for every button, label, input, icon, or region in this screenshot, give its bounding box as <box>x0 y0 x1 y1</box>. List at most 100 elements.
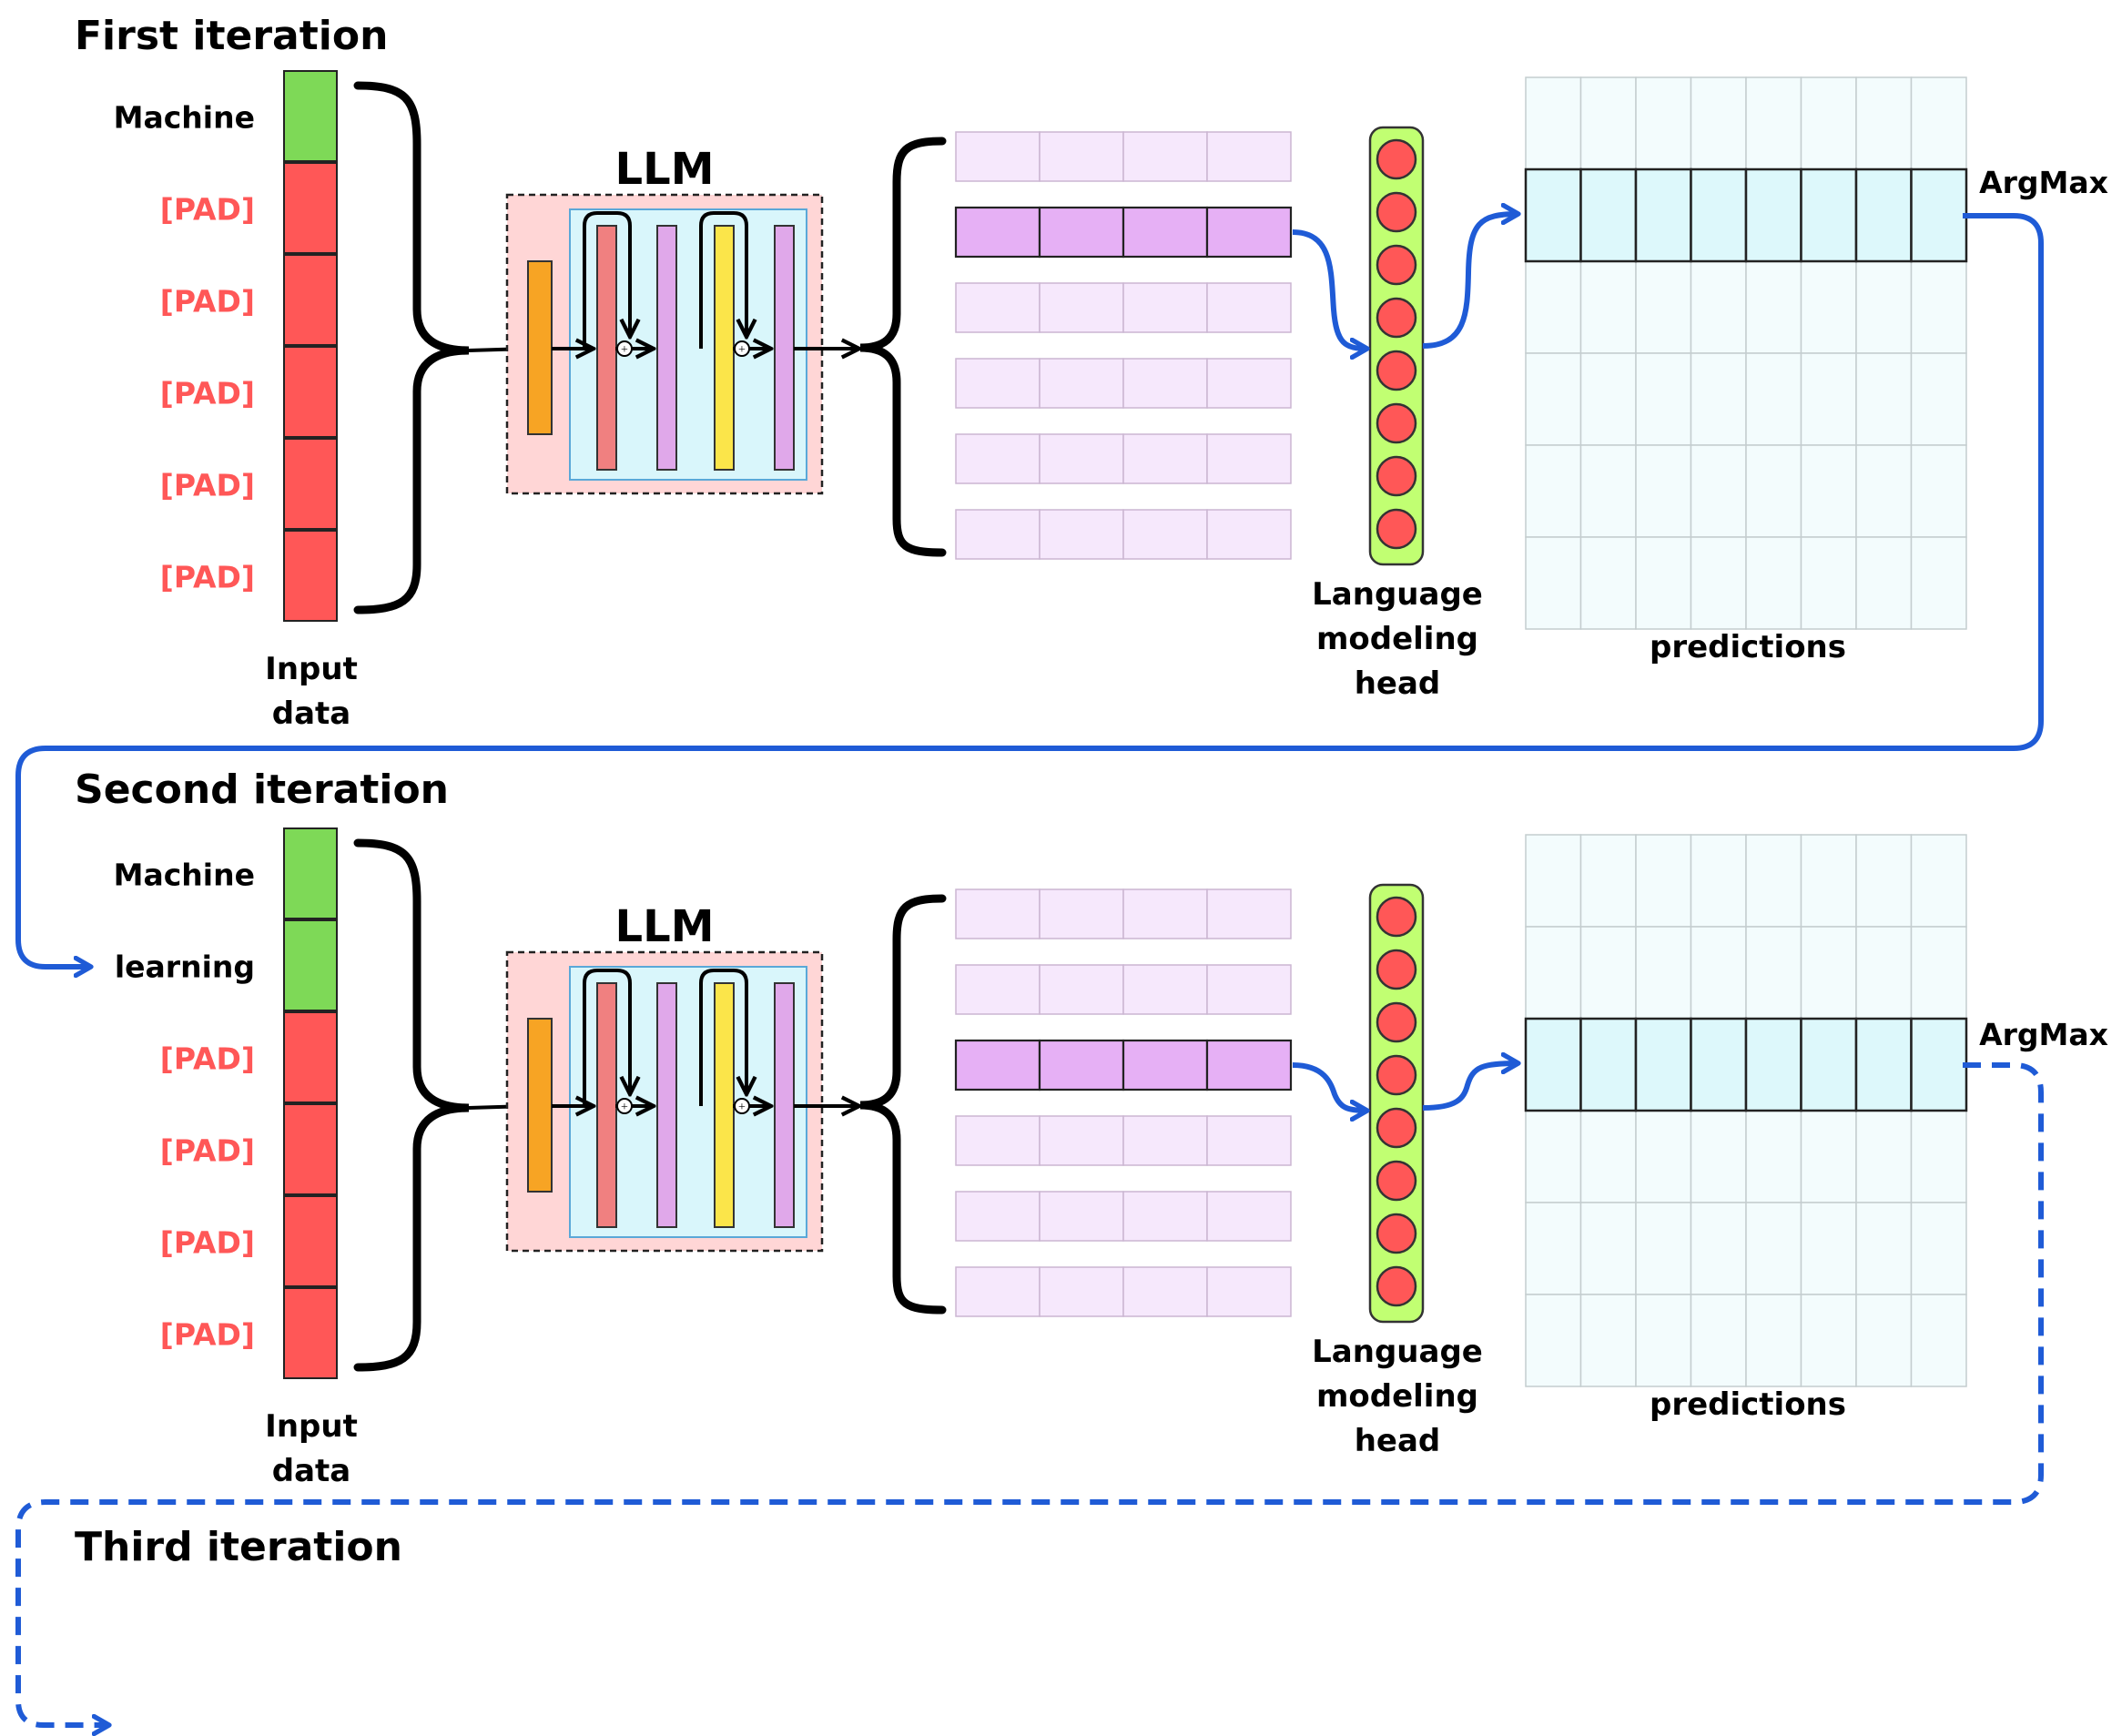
plus-icon: + <box>621 1101 628 1114</box>
embedding-cell <box>955 1266 1041 1317</box>
prediction-cell <box>1635 352 1692 446</box>
head-label-line1: Language <box>1312 1334 1483 1370</box>
prediction-cell <box>1800 260 1857 354</box>
prediction-active-cell <box>1800 1017 1858 1112</box>
embedding-cell <box>955 1115 1041 1166</box>
prediction-cell <box>1579 1202 1637 1295</box>
prediction-cell <box>1525 76 1582 170</box>
norm-layer-bar <box>656 982 677 1228</box>
embedding-cell <box>1122 131 1208 182</box>
embedding-cell <box>954 206 1041 259</box>
embedding-cell <box>955 509 1041 560</box>
prediction-cell <box>1745 444 1802 538</box>
embedding-cell <box>954 1039 1041 1091</box>
norm-layer-bar <box>774 982 795 1228</box>
prediction-cell <box>1855 352 1913 446</box>
prediction-active-cell <box>1854 1017 1913 1112</box>
argmax-label: ArgMax <box>1979 1017 2108 1052</box>
prediction-cell <box>1635 444 1692 538</box>
prediction-cell <box>1690 444 1747 538</box>
embedding-cell <box>1206 964 1292 1015</box>
feedback-arrow-to-third-iteration <box>15 1062 2044 1725</box>
prediction-cell <box>1745 926 1802 1020</box>
prediction-cell <box>1525 834 1582 928</box>
prediction-cell <box>1800 536 1857 630</box>
prediction-cell <box>1910 352 1967 446</box>
embedding-cell <box>1206 282 1292 333</box>
prediction-cell <box>1635 260 1692 354</box>
prediction-cell <box>1579 352 1637 446</box>
embedding-cell <box>1039 1191 1124 1242</box>
prediction-cell <box>1690 1202 1747 1295</box>
prediction-cell <box>1855 444 1913 538</box>
prediction-cell <box>1525 1294 1582 1387</box>
prediction-cell <box>1910 1294 1967 1387</box>
prediction-cell <box>1690 926 1747 1020</box>
embedding-cell <box>1122 1115 1208 1166</box>
input-brace <box>353 81 470 614</box>
residual-connection <box>699 969 746 1106</box>
prediction-cell <box>1635 926 1692 1020</box>
prediction-cell <box>1855 1294 1913 1387</box>
token-label: [PAD] <box>160 376 255 411</box>
prediction-cell <box>1690 352 1747 446</box>
prediction-active-cell <box>1910 1017 1968 1112</box>
prediction-cell <box>1525 1202 1582 1295</box>
embedding-cell <box>1122 1191 1208 1242</box>
input-data-label-line2: data <box>272 1453 350 1489</box>
prediction-cell <box>1579 834 1637 928</box>
token-label: Machine <box>114 100 255 136</box>
token-cell <box>283 162 338 254</box>
embedding-cell <box>1039 433 1124 484</box>
prediction-cell <box>1635 834 1692 928</box>
prediction-cell <box>1800 834 1857 928</box>
neuron-node <box>1376 1213 1417 1254</box>
prediction-active-cell <box>1690 1017 1748 1112</box>
token-cell <box>283 70 338 162</box>
token-cell <box>283 346 338 438</box>
prediction-cell <box>1800 352 1857 446</box>
embedding-cell <box>1122 282 1208 333</box>
embedding-cell <box>1038 1039 1125 1091</box>
feedforward-layer-bar <box>714 225 735 471</box>
embedding-cell <box>955 1191 1041 1242</box>
prediction-active-cell <box>1800 168 1858 263</box>
prediction-cell <box>1745 1294 1802 1387</box>
prediction-cell <box>1635 1294 1692 1387</box>
input-data-label-line1: Input <box>265 1408 358 1445</box>
neuron-node <box>1376 350 1417 391</box>
prediction-cell <box>1745 536 1802 630</box>
prediction-cell <box>1745 76 1802 170</box>
token-label: [PAD] <box>160 560 255 595</box>
neuron-node <box>1376 949 1417 990</box>
head-label-line2: modeling <box>1316 621 1478 657</box>
prediction-active-cell <box>1579 168 1638 263</box>
token-cell <box>283 1287 338 1379</box>
norm-layer-bar <box>656 225 677 471</box>
prediction-cell <box>1525 352 1582 446</box>
token-cell <box>283 530 338 622</box>
prediction-cell <box>1855 1202 1913 1295</box>
neuron-node <box>1376 896 1417 938</box>
prediction-cell <box>1690 1294 1747 1387</box>
input-data-label-line1: Input <box>265 651 358 687</box>
head-label-line1: Language <box>1312 576 1483 613</box>
prediction-cell <box>1800 926 1857 1020</box>
prediction-cell <box>1579 76 1637 170</box>
prediction-cell <box>1690 1110 1747 1203</box>
head-label-line3: head <box>1355 1423 1441 1459</box>
llm-label: LLM <box>615 144 715 195</box>
iteration-title: First iteration <box>75 13 388 59</box>
token-label: [PAD] <box>160 192 255 228</box>
embedding-cell <box>1206 358 1292 409</box>
token-cell <box>283 919 338 1011</box>
token-cell <box>283 827 338 919</box>
embedding-cell <box>1122 964 1208 1015</box>
prediction-cell <box>1579 536 1637 630</box>
token-label: [PAD] <box>160 1225 255 1261</box>
llm-label: LLM <box>615 901 715 952</box>
prediction-cell <box>1855 260 1913 354</box>
neuron-node <box>1376 1265 1417 1307</box>
prediction-active-cell <box>1854 168 1913 263</box>
